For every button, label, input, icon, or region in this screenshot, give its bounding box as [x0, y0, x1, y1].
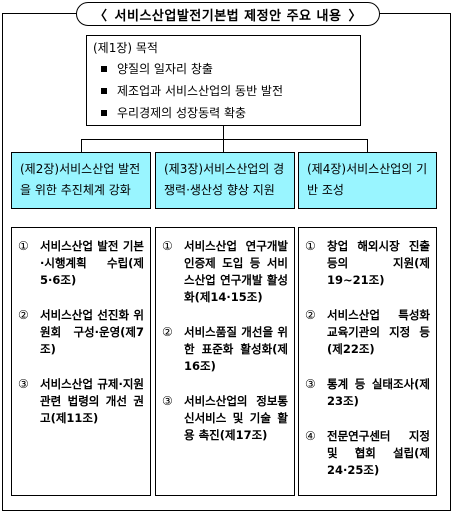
- list-item: ① 서비스산업 연구개발 인증제 도입 등 서비스산업 연구개발 활성화(제14…: [162, 238, 288, 306]
- connector-horizontal: [81, 139, 368, 140]
- chapter1-bullet: 양질의 일자리 창출: [93, 58, 360, 80]
- item-text: 서비스산업 선진화 위원회 구성·운영(제7조): [40, 308, 144, 356]
- chapter2-heading-box: (제2장)서비스산업 발전을 위한 추진체계 강화: [11, 152, 151, 209]
- title-right-bracket: 〉: [348, 8, 362, 24]
- item-number: ④: [305, 429, 316, 443]
- connector-branch-left: [81, 139, 82, 152]
- bullet-text: 우리경제의 성장동력 확충: [117, 106, 247, 120]
- chapter3-items-box: ① 서비스산업 연구개발 인증제 도입 등 서비스산업 연구개발 활성화(제14…: [155, 227, 295, 496]
- list-item: ② 서비스산업 특성화 교육기관의 지정 등(제22조): [305, 307, 430, 358]
- title-text: 서비스산업발전기본법 제정안 주요 내용: [114, 8, 342, 24]
- item-text: 창업 해외시장 진출 등의 지원(제19∼21조): [327, 239, 430, 287]
- square-bullet-icon: [101, 66, 107, 72]
- bullet-text: 양질의 일자리 창출: [117, 62, 213, 76]
- list-item: ③ 통계 등 실태조사(제23조): [305, 376, 430, 410]
- chapter1-bullet: 우리경제의 성장동력 확충: [93, 102, 360, 124]
- chapter1-bullet: 제조업과 서비스산업의 동반 발전: [93, 80, 360, 102]
- title-left-bracket: 〈: [94, 8, 108, 24]
- item-text: 통계 등 실태조사(제23조): [327, 377, 430, 408]
- item-number: ③: [162, 394, 173, 408]
- square-bullet-icon: [101, 110, 107, 116]
- connector-branch-middle: [223, 139, 224, 152]
- list-item: ① 창업 해외시장 진출 등의 지원(제19∼21조): [305, 238, 430, 289]
- item-number: ②: [305, 308, 316, 322]
- bullet-text: 제조업과 서비스산업의 동반 발전: [117, 84, 284, 98]
- item-text: 서비스산업 규제·지원 관련 법령의 개선 권고(제11조): [40, 377, 144, 425]
- list-item: ④ 전문연구센터 지정 및 협회 설립(제24·25조): [305, 428, 430, 479]
- item-text: 전문연구센터 지정 및 협회 설립(제24·25조): [327, 429, 430, 477]
- chapter4-items-box: ① 창업 해외시장 진출 등의 지원(제19∼21조) ② 서비스산업 특성화 …: [298, 227, 437, 496]
- item-text: 서비스산업 특성화 교육기관의 지정 등(제22조): [327, 308, 430, 356]
- list-item: ③ 서비스산업의 정보통신서비스 및 기술 활용 촉진(제17조): [162, 393, 288, 444]
- item-text: 서비스산업 연구개발 인증제 도입 등 서비스산업 연구개발 활성화(제14·1…: [184, 239, 288, 304]
- connector-branch-right: [367, 139, 368, 152]
- item-text: 서비스품질 개선을 위한 표준화 활성화(제16조): [184, 325, 288, 373]
- item-number: ②: [162, 325, 173, 339]
- list-item: ① 서비스산업 발전 기본·시행계획 수립(제5·6조): [18, 238, 144, 289]
- item-text: 서비스산업 발전 기본·시행계획 수립(제5·6조): [40, 239, 144, 287]
- item-number: ②: [18, 308, 29, 322]
- item-number: ③: [305, 377, 316, 391]
- chapter1-box: (제1장) 목적 양질의 일자리 창출 제조업과 서비스산업의 동반 발전 우리…: [86, 35, 361, 126]
- list-item: ② 서비스품질 개선을 위한 표준화 활성화(제16조): [162, 324, 288, 375]
- item-number: ①: [18, 239, 29, 253]
- square-bullet-icon: [101, 88, 107, 94]
- chapter1-heading: (제1장) 목적: [93, 41, 158, 55]
- diagram-title: 〈 서비스산업발전기본법 제정안 주요 내용 〉: [76, 2, 380, 26]
- connector-trunk: [223, 126, 224, 139]
- item-number: ①: [305, 239, 316, 253]
- chapter3-heading-box: (제3장)서비스산업의 경쟁력·생산성 향상 지원: [155, 152, 295, 209]
- list-item: ③ 서비스산업 규제·지원 관련 법령의 개선 권고(제11조): [18, 376, 144, 427]
- item-number: ①: [162, 239, 173, 253]
- list-item: ② 서비스산업 선진화 위원회 구성·운영(제7조): [18, 307, 144, 358]
- item-number: ③: [18, 377, 29, 391]
- item-text: 서비스산업의 정보통신서비스 및 기술 활용 촉진(제17조): [184, 394, 288, 442]
- chapter2-items-box: ① 서비스산업 발전 기본·시행계획 수립(제5·6조) ② 서비스산업 선진화…: [11, 227, 151, 496]
- chapter4-heading-box: (제4장)서비스산업의 기반 조성: [298, 152, 437, 209]
